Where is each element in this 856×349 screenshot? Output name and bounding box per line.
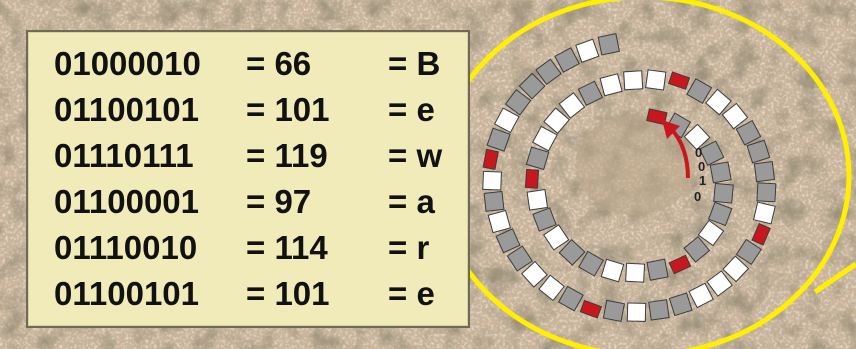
bit-zero-block — [754, 162, 774, 182]
bit-one-block — [754, 202, 776, 224]
bit-one-block — [627, 303, 645, 321]
binary-value: 01110111 — [54, 136, 194, 176]
bit-zero-block — [757, 183, 776, 202]
spiral-digit: 1 — [699, 173, 706, 188]
bit-one-block — [646, 70, 666, 90]
character-value: = e — [388, 90, 435, 130]
binary-value: 01100001 — [54, 182, 199, 222]
decimal-value: = 101 — [246, 90, 330, 130]
character-value: = a — [388, 182, 435, 222]
bit-one-block — [626, 263, 645, 282]
bit-one-block — [624, 71, 643, 90]
spiral-digit: 0 — [695, 145, 702, 160]
decimal-value: = 66 — [246, 44, 311, 84]
binary-value: 01100101 — [54, 90, 199, 130]
decimal-value: = 114 — [246, 228, 328, 268]
bit-zero-block — [649, 300, 669, 320]
bit-one-block — [600, 74, 622, 96]
binary-value: 01000010 — [54, 44, 201, 84]
spiral-digit: 0 — [694, 189, 701, 204]
bit-one-block — [483, 171, 502, 190]
spiral-digit: 0 — [698, 159, 705, 174]
decimal-value: = 119 — [246, 136, 328, 176]
character-value: = w — [388, 136, 442, 176]
bit-zero-block — [710, 162, 731, 183]
bit-zero-block — [647, 259, 668, 280]
bit-zero-block — [598, 34, 619, 55]
character-value: = B — [388, 44, 440, 84]
bit-zero-block — [603, 300, 624, 321]
binary-translation-panel: 01000010 = 66 = B 01100101 = 101 = e 011… — [26, 30, 470, 328]
bit-zero-block — [714, 183, 734, 203]
binary-value: 01100101 — [54, 274, 199, 314]
decimal-value: = 101 — [246, 274, 330, 314]
bit-zero-block — [484, 191, 504, 211]
binary-value: 01110010 — [54, 228, 197, 268]
character-value: = r — [388, 228, 429, 268]
bit-one-block — [527, 190, 547, 210]
decimal-value: = 97 — [246, 182, 311, 222]
start-block — [525, 169, 538, 188]
character-value: = e — [388, 274, 435, 314]
